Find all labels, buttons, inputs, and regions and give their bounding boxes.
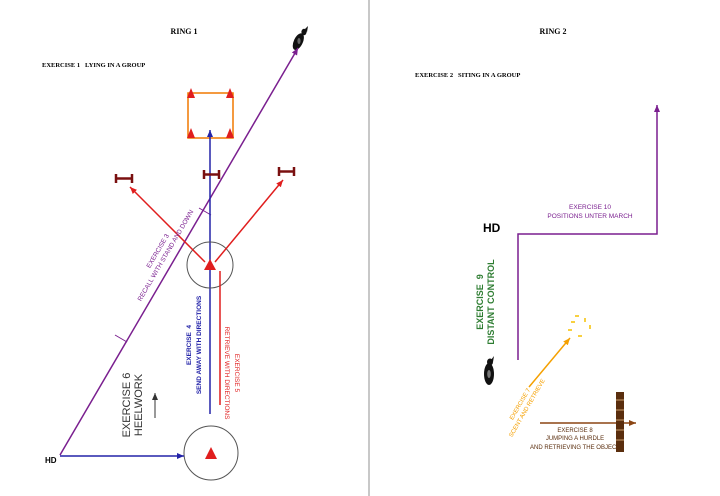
exercise10-path [517,105,660,360]
center-cone-icon [204,259,216,270]
retrieve-arrow-left [129,186,206,263]
dumbbell-icon-right [277,167,296,176]
center-circle [186,241,234,289]
svg-text:EXERCISE 5: EXERCISE 5 [233,354,240,393]
svg-text:POSITIONS UNTER MARCH: POSITIONS UNTER MARCH [547,213,633,220]
start-circle [183,425,239,481]
exercise9-label: EXERCISE 9 DISTANT CONTROL [475,259,496,345]
recall-stand-tick [198,207,212,216]
svg-text:DISTANT CONTROL: DISTANT CONTROL [486,259,496,345]
ring1-hd-label: HD [45,456,57,465]
dog-icon [484,356,494,385]
svg-text:SEND AWAY WITH DIRECTIONS: SEND AWAY WITH DIRECTIONS [196,295,203,394]
exercise5-label: EXERCISE 5 RETRIEVE WITH DIRECTIONS [223,327,240,420]
cone-icon [226,128,234,138]
svg-text:AND RETRIEVING THE OBJECT: AND RETRIEVING THE OBJECT [530,445,620,451]
exercise10-label: EXERCISE 10 POSITIONS UNTER MARCH [547,204,633,220]
svg-text:EXERCISE 10: EXERCISE 10 [569,204,611,211]
ring1-exercise1-heading: EXERCISE 1 LYING IN A GROUP [42,62,145,69]
exercise6-label: EXERCISE 6 HEELWORK [121,373,145,438]
exercise8-label: EXERCISE 8 JUMPING A HURDLE AND RETRIEVI… [530,428,620,451]
exercise3-recall-line [59,47,299,456]
ring2-hd-label: HD [483,221,501,235]
hurdle-icon [616,392,624,452]
cone-icon [187,88,195,98]
svg-text:HEELWORK: HEELWORK [133,373,145,436]
svg-text:EXERCISE 8: EXERCISE 8 [557,428,593,434]
start-cone-icon [205,447,217,459]
exercise4-label: EXERCISE 4 SEND AWAY WITH DIRECTIONS [186,295,203,394]
dog-icon [292,26,308,51]
svg-text:JUMPING A HURDLE: JUMPING A HURDLE [546,436,604,442]
svg-text:EXERCISE 6: EXERCISE 6 [121,373,133,438]
exercise7-scent-arrow [528,337,571,388]
dumbbell-icon-left [114,174,134,183]
svg-text:RETRIEVE WITH DIRECTIONS: RETRIEVE WITH DIRECTIONS [223,327,230,420]
svg-text:EXERCISE 4: EXERCISE 4 [186,325,193,365]
retrieve-arrow-right [214,179,284,263]
ring2-exercise2-heading: EXERCISE 2 SITING IN A GROUP [415,72,520,79]
cone-icon [226,88,234,98]
scent-objects-icon [568,315,591,337]
exercise7-label: EXERCISE 7 SCENT AND RETRIEVE [509,378,547,438]
cone-icon [187,128,195,138]
ring2-title: RING 2 [540,27,567,36]
recall-down-tick [114,334,128,343]
svg-text:EXERCISE 9: EXERCISE 9 [475,274,485,330]
dumbbell-icon-center [202,170,221,179]
ring1-title: RING 1 [171,27,198,36]
